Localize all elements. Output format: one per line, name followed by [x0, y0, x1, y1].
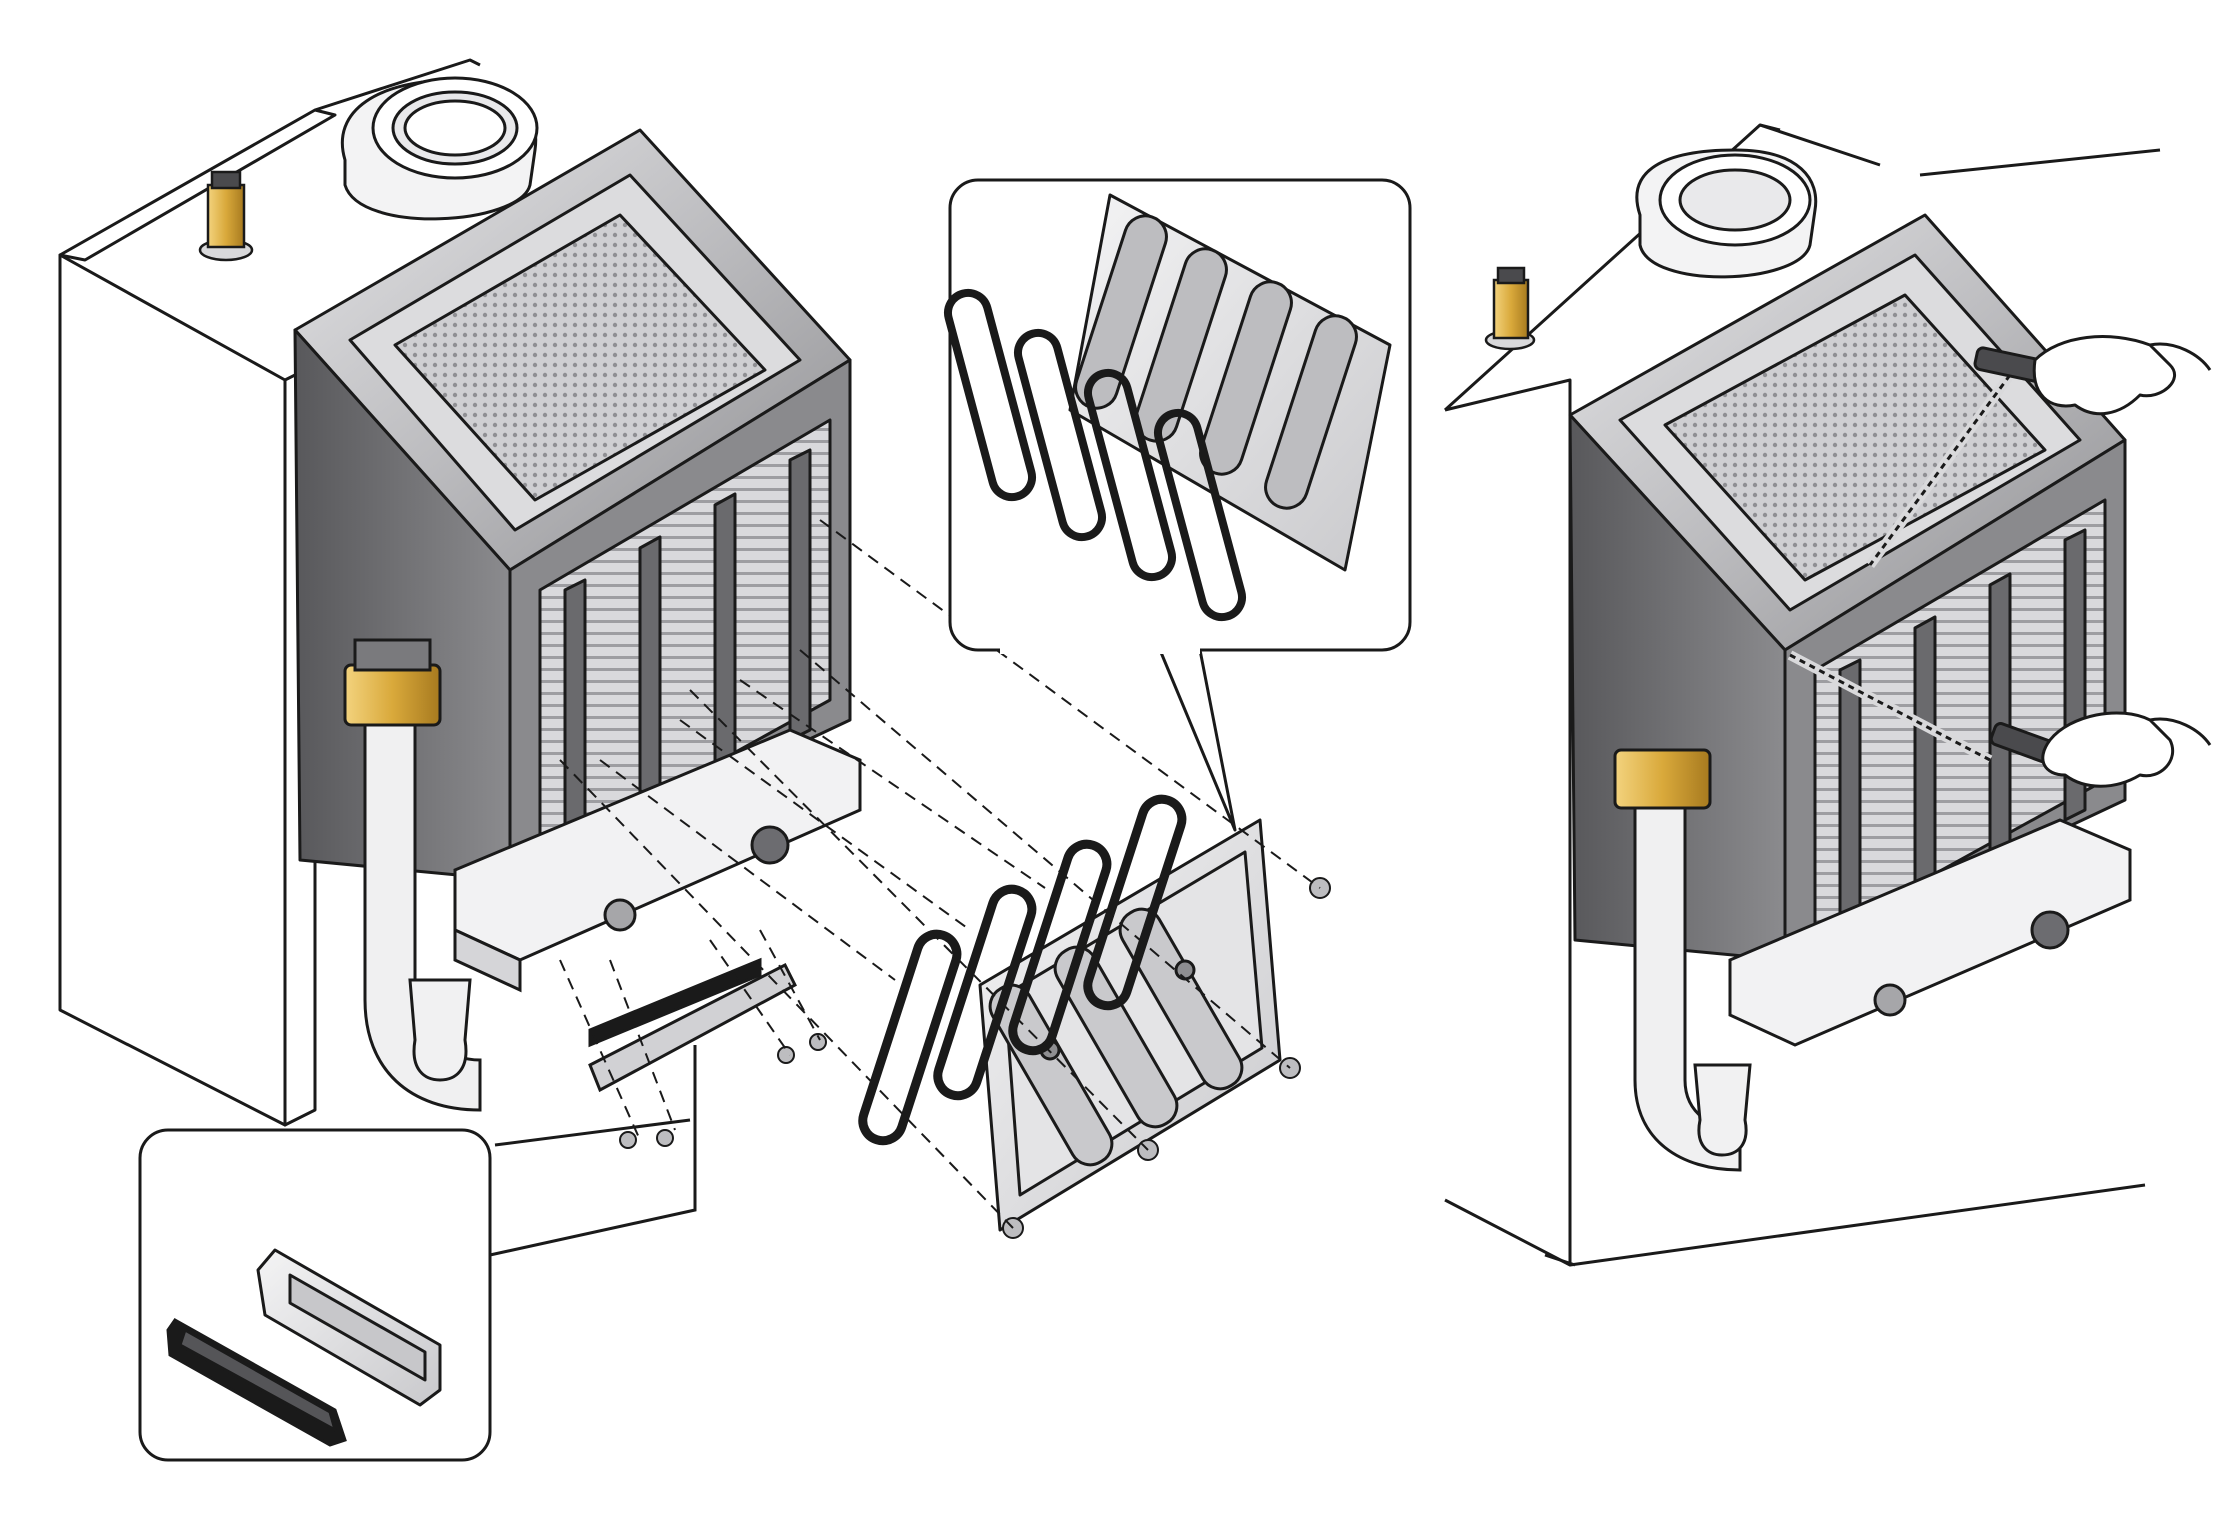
gasket-icon [858, 794, 1187, 1146]
inspection-cover-exploded [588, 957, 797, 1093]
flue-outlet-right [1635, 148, 1818, 279]
lower-manifold-right [1728, 818, 2132, 1047]
heat-exchanger-body-right [1568, 213, 2127, 962]
condensate-siphon-right [1693, 1063, 1752, 1157]
condensate-siphon [408, 978, 472, 1082]
cover-plate-icon [978, 818, 1282, 1232]
detail-gaskets [944, 288, 1246, 622]
callout-joint-mask [1000, 640, 1200, 654]
detail-callout-rear-cover-gaskets [944, 178, 1412, 832]
air-vent-icon [198, 170, 254, 262]
exploded-view-heat-exchanger [58, 58, 1331, 1257]
flow-pipe-connection-right [1613, 748, 1742, 1172]
explosion-lines [559, 519, 1321, 1229]
lower-manifold [453, 728, 862, 993]
hand-icon [2032, 335, 2212, 788]
flue-outlet [340, 76, 539, 221]
callout-leader-inspection [489, 1045, 697, 1257]
detail-inspection-gasket [166, 1318, 347, 1447]
air-vent-icon-right [1484, 266, 1536, 351]
detail-inspection-cover [256, 1248, 442, 1407]
detail-callout-inspection-cover-gasket [138, 1128, 492, 1462]
cleaning-with-brush-view [1443, 123, 2212, 1267]
detail-cover-plate [1068, 193, 1392, 572]
flow-pipe-connection [343, 638, 482, 1112]
